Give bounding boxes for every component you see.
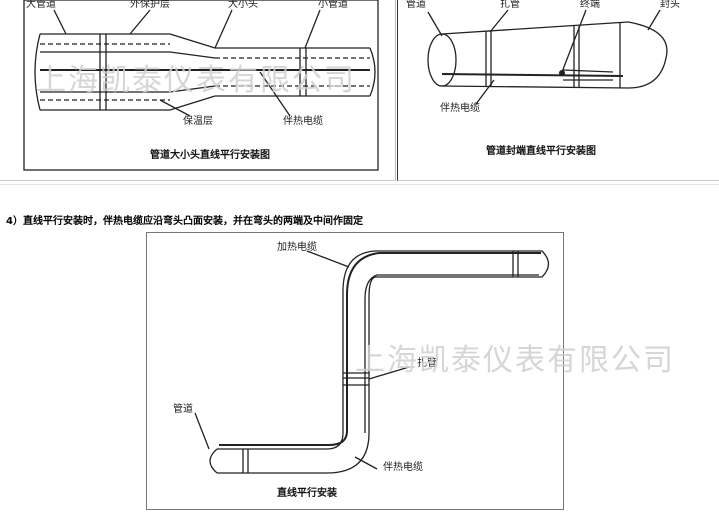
label-clamp: 扎管 [417,358,437,369]
reducer-installation-figure: 大管道 外保护层 大小头 小管道 保温层 伴热电缆 管道大小头直线平行安装图 上… [0,0,396,181]
label-insulation: 保温层 [183,116,213,127]
section-divider [0,184,719,185]
label-terminal: 终端 [580,0,600,10]
label-large-pipe: 大管道 [26,0,56,10]
end-cap-installation-figure: 管道 扎管 终端 封头 伴热电缆 管道封端直线平行安装图 [397,0,719,181]
label-tracing-cable: 伴热电缆 [383,462,423,473]
label-small-pipe: 小管道 [318,0,348,10]
instruction-text: 4）直线平行安装时，伴热电缆应沿弯头凸面安装，并在弯头的两端及中间作固定 [6,216,363,227]
reducer-pipe-drawing [23,0,379,171]
figure-caption: 管道大小头直线平行安装图 [150,150,270,161]
figure-caption: 直线平行安装 [277,488,337,499]
watermark: 上海凯泰仪表有限公司 [36,63,356,98]
elbow-installation-figure: 加热电缆 扎管 管道 伴热电缆 直线平行安装 上海凯泰仪表有限公司 [146,232,673,510]
label-tracing-cable: 伴热电缆 [440,103,480,114]
label-end-cap: 封头 [660,0,680,10]
label-outer-layer: 外保护层 [130,0,170,10]
label-tracing-cable: 伴热电缆 [283,116,323,127]
elbow-pipe-drawing [194,250,550,474]
label-pipe: 管道 [406,0,426,10]
label-clamp: 扎管 [500,0,520,10]
label-reducer: 大小头 [228,0,258,10]
watermark: 上海凯泰仪表有限公司 [355,343,675,378]
label-pipe: 管道 [173,404,193,415]
label-heating-cable: 加热电缆 [277,242,317,253]
end-cap-pipe-drawing [427,9,668,105]
figure-caption: 管道封端直线平行安装图 [486,146,596,157]
